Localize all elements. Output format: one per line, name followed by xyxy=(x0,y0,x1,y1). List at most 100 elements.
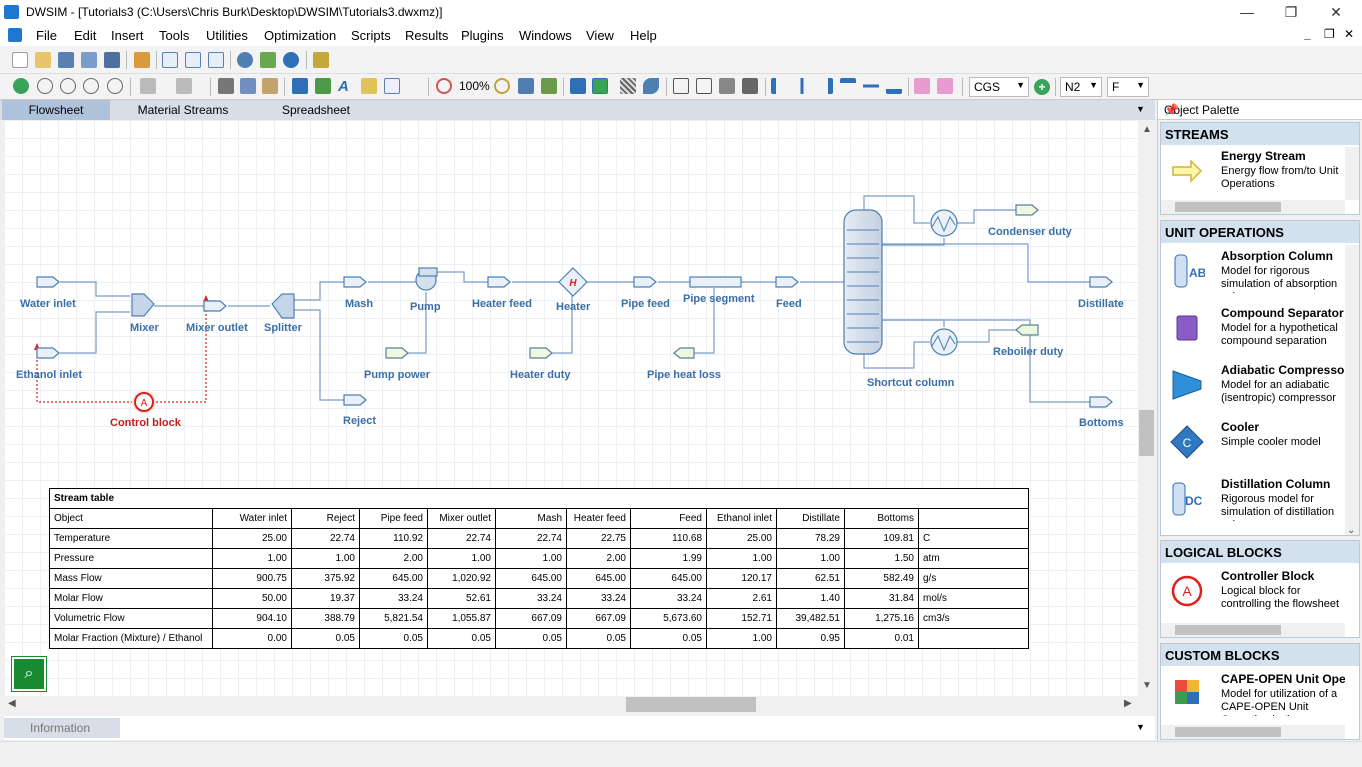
table-cell[interactable] xyxy=(918,628,1029,649)
help-icon[interactable] xyxy=(237,52,253,68)
table-cell[interactable]: 645.00 xyxy=(630,568,707,589)
copy-icon[interactable] xyxy=(240,78,256,94)
palette-item-energy-stream[interactable]: Energy Stream Energy flow from/to Unit O… xyxy=(1161,147,1345,203)
menu-view[interactable]: View xyxy=(586,28,614,43)
table-cell[interactable]: 78.29 xyxy=(776,528,845,549)
table-cell[interactable]: 645.00 xyxy=(359,568,428,589)
table-cell[interactable]: 645.00 xyxy=(495,568,567,589)
menu-scripts[interactable]: Scripts xyxy=(351,28,391,43)
table-cell[interactable]: 33.24 xyxy=(630,588,707,609)
table-cell[interactable]: 110.68 xyxy=(630,528,707,549)
vertical-scroll-thumb[interactable] xyxy=(1139,410,1154,456)
table-cell[interactable]: 0.95 xyxy=(776,628,845,649)
scroll-right-icon[interactable]: ▶ xyxy=(1124,698,1132,709)
table-cell[interactable]: 50.00 xyxy=(212,588,292,609)
table-cell[interactable]: mol/s xyxy=(918,588,1029,609)
horizontal-scroll-thumb[interactable] xyxy=(626,697,756,712)
grid-icon[interactable] xyxy=(620,78,636,94)
table-cell[interactable]: 1.00 xyxy=(776,548,845,569)
cut-icon[interactable] xyxy=(218,78,234,94)
canvas-horizontal-scrollbar[interactable]: ◀ ▶ xyxy=(4,696,1139,713)
palette-item-absorption-column[interactable]: AB Absorption Column Model for rigorous … xyxy=(1161,247,1345,303)
palette-item-cooler[interactable]: C Cooler Simple cooler model xyxy=(1161,418,1345,474)
table-cell[interactable]: 5,673.60 xyxy=(630,608,707,629)
print-preview-icon[interactable] xyxy=(673,78,689,94)
print-icon[interactable] xyxy=(719,78,735,94)
stream-table[interactable]: Stream table Object Water inlet Reject P… xyxy=(49,488,1029,649)
table-cell[interactable]: 1.00 xyxy=(212,548,292,569)
menu-insert[interactable]: Insert xyxy=(111,28,144,43)
table-cell[interactable]: 2.00 xyxy=(566,548,631,569)
palette-item-distillation-column[interactable]: DC Distillation Column Rigorous model fo… xyxy=(1161,475,1345,531)
text-icon[interactable]: A xyxy=(338,78,349,95)
menu-utilities[interactable]: Utilities xyxy=(206,28,248,43)
scroll-left-icon[interactable]: ◀ xyxy=(8,698,16,709)
table-cell[interactable]: cm3/s xyxy=(918,608,1029,629)
table-cell[interactable]: 1.00 xyxy=(427,548,496,569)
table-cell[interactable]: 2.61 xyxy=(706,588,777,609)
menu-tools[interactable]: Tools xyxy=(159,28,190,43)
table-cell[interactable]: 582.49 xyxy=(844,568,919,589)
rectangle-icon[interactable] xyxy=(292,78,308,94)
menu-results[interactable]: Results xyxy=(405,28,449,43)
table-cell[interactable]: 1.00 xyxy=(495,548,567,569)
palette-horizontal-scrollbar[interactable] xyxy=(1161,623,1345,637)
zoom-default-icon[interactable] xyxy=(541,78,557,94)
table-cell[interactable]: 1.00 xyxy=(291,548,360,569)
align-left-icon[interactable] xyxy=(771,78,787,94)
print-setup-icon[interactable] xyxy=(742,78,758,94)
paste-icon[interactable] xyxy=(262,78,278,94)
table-cell[interactable]: 31.84 xyxy=(844,588,919,609)
palette-horizontal-scrollbar[interactable] xyxy=(1161,200,1345,214)
table-cell[interactable]: Molar Flow xyxy=(49,588,213,609)
table-cell[interactable]: 152.71 xyxy=(706,608,777,629)
table-cell[interactable]: 19.37 xyxy=(291,588,360,609)
table-cell[interactable]: atm xyxy=(918,548,1029,569)
close-button[interactable]: ✕ xyxy=(1330,4,1342,20)
table-cell[interactable]: 1,020.92 xyxy=(427,568,496,589)
zoom-out-icon[interactable] xyxy=(436,78,452,94)
solve-icon[interactable] xyxy=(13,78,29,94)
zoom-in-icon[interactable] xyxy=(494,78,510,94)
table-cell[interactable]: 33.24 xyxy=(495,588,567,609)
table-cell[interactable]: 22.74 xyxy=(291,528,360,549)
palette-scrollbar[interactable]: ⌄ xyxy=(1345,245,1359,535)
align-middle-icon[interactable] xyxy=(863,78,879,94)
palette-scroll-thumb[interactable] xyxy=(1175,625,1281,635)
table-cell[interactable]: 25.00 xyxy=(706,528,777,549)
about-icon[interactable] xyxy=(283,52,299,68)
palette-scrollbar[interactable] xyxy=(1345,147,1359,200)
table-cell[interactable]: 2.00 xyxy=(359,548,428,569)
table-cell[interactable]: 52.61 xyxy=(427,588,496,609)
table-cell[interactable]: Mass Flow xyxy=(49,568,213,589)
auto-layout-icon[interactable] xyxy=(592,78,608,94)
align-bottom-icon[interactable] xyxy=(886,78,902,94)
table-cell[interactable]: 0.05 xyxy=(566,628,631,649)
minimize-button[interactable]: — xyxy=(1240,4,1254,20)
table-cell[interactable]: 1.50 xyxy=(844,548,919,569)
tab-overflow-chevron-icon[interactable]: ▼ xyxy=(1136,104,1145,114)
mdi-restore-button[interactable]: ❐ xyxy=(1324,27,1335,41)
menu-optimization[interactable]: Optimization xyxy=(264,28,337,43)
table-cell[interactable]: 33.24 xyxy=(566,588,631,609)
save-icon[interactable] xyxy=(58,52,74,68)
table-cell[interactable]: 33.24 xyxy=(359,588,428,609)
scroll-up-icon[interactable]: ▲ xyxy=(1142,124,1152,135)
table-cell[interactable]: C xyxy=(918,528,1029,549)
page-setup-icon[interactable] xyxy=(696,78,712,94)
table-cell[interactable]: 22.74 xyxy=(495,528,567,549)
table-cell[interactable]: Pressure xyxy=(49,548,213,569)
table-cell[interactable]: 1.40 xyxy=(776,588,845,609)
table-cell[interactable]: 22.74 xyxy=(427,528,496,549)
tab-material-streams[interactable]: Material Streams xyxy=(137,103,229,117)
scroll-down-icon[interactable]: ▼ xyxy=(1142,680,1152,691)
palette-scroll-thumb[interactable] xyxy=(1175,727,1281,737)
table-cell[interactable]: 25.00 xyxy=(212,528,292,549)
canvas-vertical-scrollbar[interactable]: ▲ ▼ xyxy=(1138,120,1155,696)
save-as-icon[interactable] xyxy=(81,52,97,68)
table-cell[interactable]: 667.09 xyxy=(566,608,631,629)
table-cell[interactable]: 120.17 xyxy=(706,568,777,589)
align-center-icon[interactable] xyxy=(794,78,810,94)
pin-icon[interactable]: 📌 xyxy=(1164,103,1179,117)
select-icon[interactable] xyxy=(570,78,586,94)
